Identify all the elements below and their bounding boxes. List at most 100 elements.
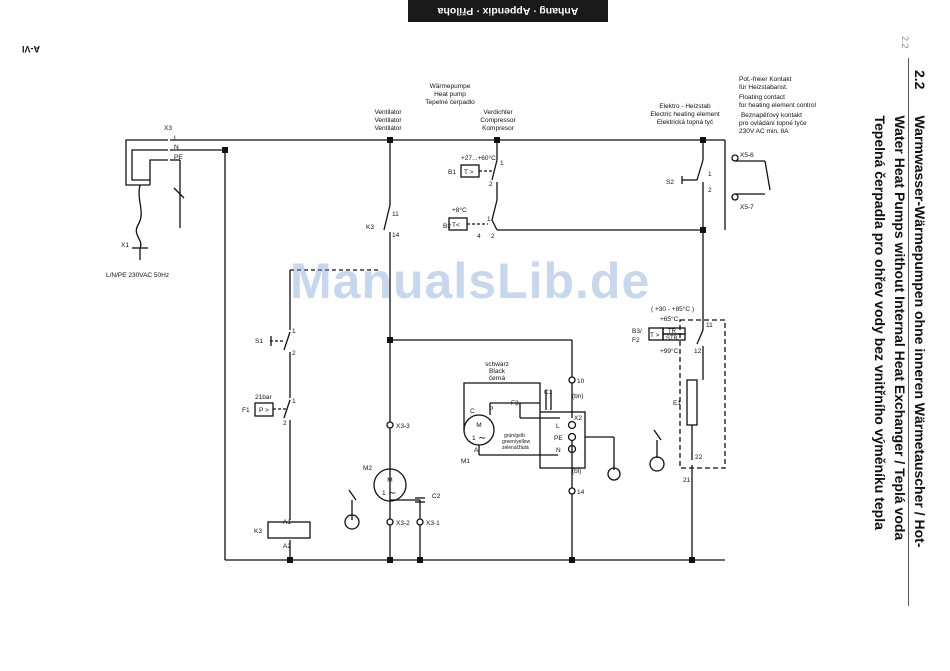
label-s2-2: 2 — [708, 187, 712, 194]
label-a2: A2 — [283, 543, 291, 550]
label-m1-c: C — [470, 408, 475, 415]
label-s1-1: 1 — [292, 328, 296, 335]
label-m1: M1 — [461, 458, 470, 465]
label-b2-2: 2 — [491, 233, 495, 240]
label-b2-range: +8°C — [452, 206, 467, 214]
label-b3: B3/ — [632, 328, 642, 335]
label-c2: C2 — [432, 493, 441, 500]
label-x3-1: X3-1 — [426, 520, 440, 527]
label-k3-11: 11 — [392, 211, 399, 218]
label-x1: X1 — [121, 242, 129, 249]
label-black-cz: černá — [489, 375, 506, 382]
label-m1-m: M — [476, 422, 481, 429]
label-heater-cz: Elektrická topná tyč — [657, 119, 714, 126]
label-n: N — [174, 144, 179, 151]
label-green-yellow-cz: zelená/žlutá — [502, 445, 529, 451]
label-x2-n: N — [556, 447, 561, 454]
label-k3: K3 — [366, 224, 374, 231]
label-heater-de: Elektro - Heizstab — [659, 103, 711, 110]
label-terminal-10: 10 — [577, 378, 585, 385]
label-green-yellow-de: grün/gelb — [504, 433, 525, 439]
label-pot-7: 230V AC min. 8A — [739, 128, 789, 135]
label-fan-de: Ventilator — [374, 109, 402, 116]
label-f1-1: 1 — [292, 398, 296, 405]
label-a1: A1 — [283, 519, 291, 526]
label-terminal-11: 11 — [706, 322, 713, 329]
label-pot-4: for heating element control — [739, 102, 817, 109]
label-b2-1: 1 — [487, 216, 491, 223]
label-b1-range: +27...+60°C — [461, 154, 496, 162]
label-comp-en: Compressor — [480, 117, 516, 124]
label-fan-cz: Ventilátor — [374, 125, 402, 132]
label-pot-1: Pot.-freier Kontakt — [739, 76, 792, 83]
margin-rule — [908, 58, 909, 606]
label-terminal-22: 22 — [695, 454, 703, 461]
label-terminal-12: 12 — [694, 348, 702, 355]
label-x3-2: X3-2 — [396, 520, 410, 527]
label-x3: X3 — [164, 125, 172, 132]
label-pot-6: pro ovládání topné tyče — [739, 120, 807, 127]
label-b3-65: +65°C — [660, 315, 679, 323]
label-l: L — [174, 135, 178, 142]
label-m2: M2 — [363, 465, 372, 472]
label-black-en: Black — [489, 368, 506, 375]
label-heat-pump-cz: Tepelné čerpadlo — [425, 99, 475, 106]
label-heat-pump-de: Wärmepumpe — [430, 83, 471, 90]
label-pot-3: Floating contact — [739, 94, 785, 101]
label-e1: E1 — [673, 400, 681, 407]
label-fan-en: Ventilator — [374, 117, 402, 124]
label-b3-range: ( +30 - +85°C ) — [651, 305, 694, 313]
label-m2-m: M — [387, 477, 392, 484]
label-s1: S1 — [255, 338, 263, 345]
label-x2: X2 — [574, 415, 582, 422]
label-comp-de: Verdichter — [483, 109, 513, 116]
label-b1-2: 2 — [489, 181, 493, 188]
label-x5-6: X5-6 — [740, 152, 754, 159]
label-f1-2: 2 — [283, 420, 287, 427]
label-c1: C1 — [544, 389, 553, 396]
label-x5-7: X5-7 — [740, 204, 754, 211]
label-b2-4: 4 — [477, 233, 481, 240]
label-f2: F2 — [632, 337, 640, 344]
watermark: ManualsLib.de — [290, 253, 651, 309]
label-m1-a: A — [474, 447, 479, 454]
label-s2: S2 — [666, 179, 674, 186]
label-pot-5: · Beznapěťový kontakt — [737, 112, 802, 119]
label-k3-coil: K3 — [254, 528, 262, 535]
label-f1: F1 — [242, 407, 250, 414]
label-b1-1: 1 — [500, 160, 504, 167]
label-m2-1: 1 — [382, 490, 386, 497]
label-b2-t: T< — [452, 222, 460, 229]
label-pot-2: für Heizstabanst. — [739, 84, 788, 91]
label-supply: L/N/PE 230VAC 50Hz — [106, 272, 169, 279]
label-heat-pump-en: Heat pump — [434, 91, 466, 98]
label-b1-t: T > — [464, 169, 474, 176]
label-b3-t: T > — [650, 332, 660, 339]
label-f1-bar: 21bar — [255, 394, 272, 401]
label-tr: TR — [668, 329, 677, 335]
label-b3-99: +99°C — [660, 347, 679, 355]
label-terminal-21: 21 — [683, 477, 691, 484]
label-black-de: schwarz — [485, 361, 509, 368]
label-stb: STB — [666, 336, 678, 342]
label-x2-l: L — [556, 423, 560, 430]
label-pe: PE — [174, 154, 183, 161]
label-comp-cz: Kompresor — [482, 125, 515, 132]
label-heater-en: Electric heating element — [650, 111, 720, 118]
label-m1-1: 1 — [472, 435, 476, 442]
label-bn: (bn) — [572, 393, 584, 400]
label-k3-14: 14 — [392, 232, 400, 239]
label-s1-2: 2 — [292, 350, 296, 357]
label-s2-1: 1 — [708, 171, 712, 178]
label-bl: (bl) — [572, 468, 581, 475]
label-f3: F3 — [511, 400, 519, 407]
label-x2-pe: PE — [554, 435, 563, 442]
label-m1-wave: ∼ — [478, 433, 486, 444]
label-m1-p: P — [489, 406, 493, 413]
label-b1: B1 — [448, 169, 456, 176]
label-terminal-14: 14 — [577, 489, 585, 496]
label-f1-p: P > — [259, 407, 269, 414]
label-x3-3: X3-3 — [396, 423, 410, 430]
